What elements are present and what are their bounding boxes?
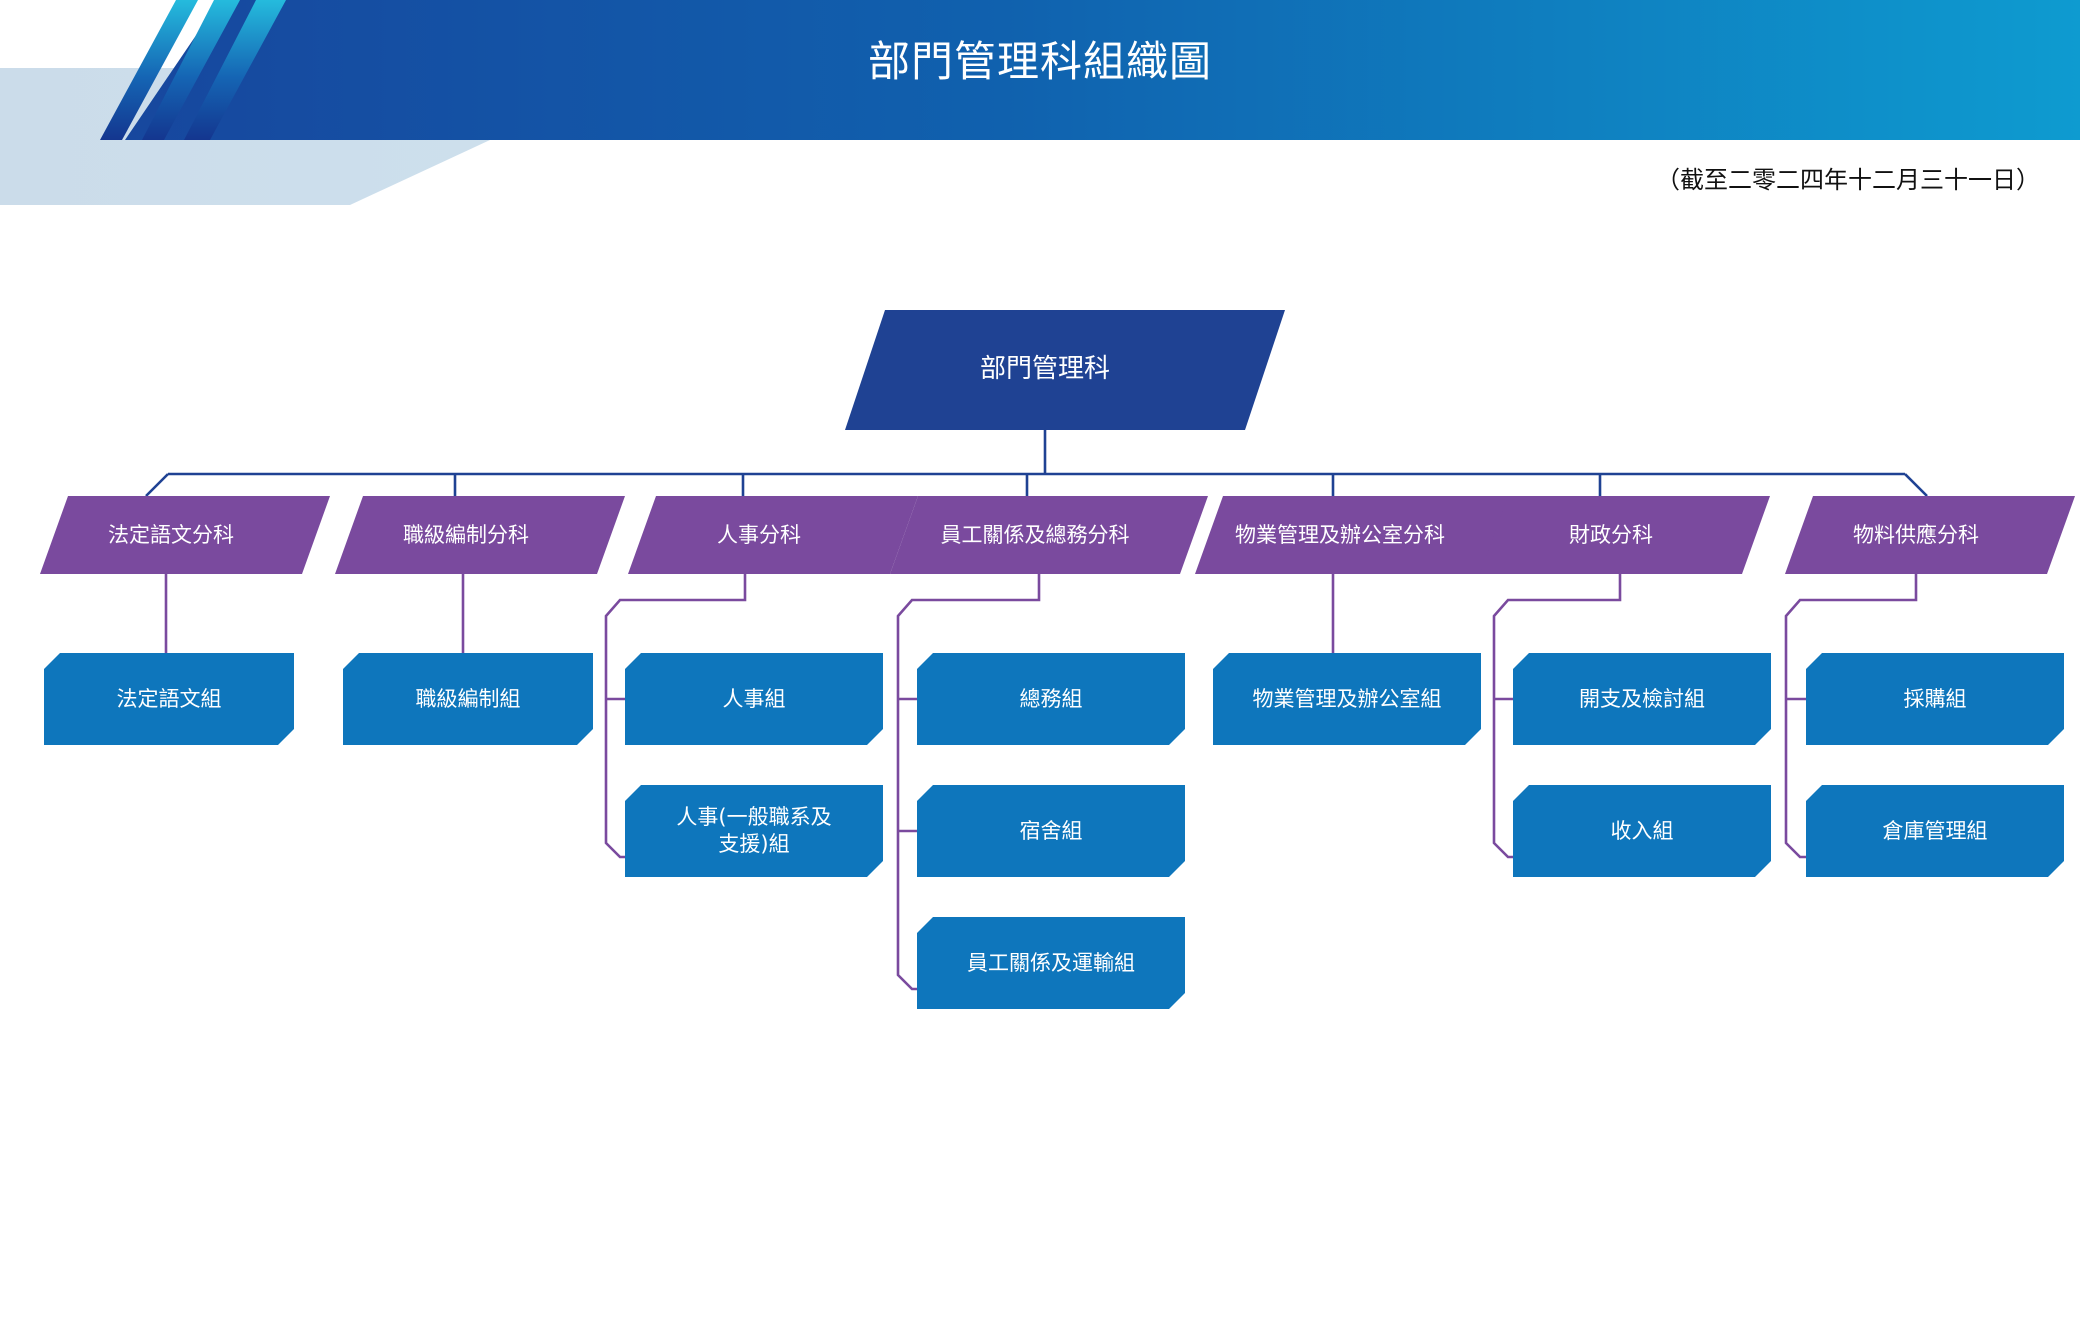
- header-blue-band: [125, 0, 2080, 140]
- bus-right-end: [1904, 473, 1928, 497]
- root-node-shape[interactable]: [845, 310, 1285, 430]
- page-title: 部門管理科組織圖: [867, 37, 1212, 86]
- unit-node-shape-4[interactable]: [917, 653, 1185, 745]
- link-b6-trunk: [1492, 574, 1622, 859]
- unit-node-shape-11[interactable]: [1806, 785, 2064, 877]
- link-b4-trunk: [896, 574, 1041, 991]
- division-node-shape-6[interactable]: [1785, 496, 2075, 574]
- header-stripe-2: [142, 0, 240, 140]
- unit-node-shape-3[interactable]: [625, 785, 883, 877]
- unit-node-shape-1[interactable]: [343, 653, 593, 745]
- unit-node-shape-6[interactable]: [917, 917, 1185, 1009]
- unit-node-shape-8[interactable]: [1513, 653, 1771, 745]
- blue-connectors: [144, 430, 1929, 500]
- bus-left-end: [145, 473, 169, 497]
- unit-node-shape-5[interactable]: [917, 785, 1185, 877]
- unit-node-shape-0[interactable]: [44, 653, 294, 745]
- division-node-shape-4[interactable]: [1195, 496, 1513, 574]
- unit-node-shape-9[interactable]: [1513, 785, 1771, 877]
- division-node-shape-0[interactable]: [40, 496, 330, 574]
- link-b3-trunk: [604, 574, 747, 859]
- division-node-shape-5[interactable]: [1480, 496, 1770, 574]
- unit-node-shape-7[interactable]: [1213, 653, 1481, 745]
- header-stripe-3: [184, 0, 286, 140]
- unit-node-shape-10[interactable]: [1806, 653, 2064, 745]
- link-b7-trunk: [1784, 574, 1918, 859]
- unit-node-shape-2[interactable]: [625, 653, 883, 745]
- as-of-date: （截至二零二四年十二月三十一日）: [1656, 166, 2040, 194]
- division-node-shape-1[interactable]: [335, 496, 625, 574]
- division-node-shape-3[interactable]: [890, 496, 1208, 574]
- purple-connectors: [164, 574, 1918, 991]
- header-stripe-1: [100, 0, 198, 140]
- division-node-shape-2[interactable]: [628, 496, 918, 574]
